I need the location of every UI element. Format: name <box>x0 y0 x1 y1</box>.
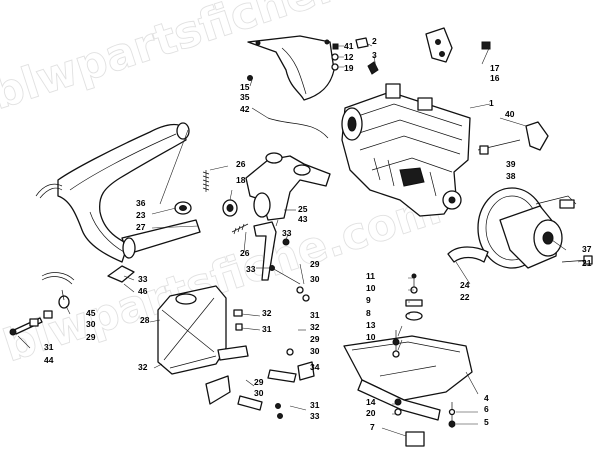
bolt-stack-44-31-29-30 <box>9 310 53 336</box>
hardware-41-12-19 <box>331 43 339 71</box>
mount-bracket-16-17 <box>425 27 491 63</box>
callout-33: 33 <box>246 264 256 274</box>
callout-9: 9 <box>366 295 371 305</box>
callout-13: 13 <box>366 320 376 330</box>
callout-10: 10 <box>366 283 376 293</box>
bolt-stack-14-20 <box>394 398 402 416</box>
callout-43: 43 <box>298 214 308 224</box>
callout-38: 38 <box>506 171 516 181</box>
callout-23: 23 <box>136 210 146 220</box>
bolt-15 <box>247 75 253 81</box>
hanger-bracket-33-46 <box>41 265 135 309</box>
callout-27: 27 <box>136 222 146 232</box>
callout-30: 30 <box>86 319 96 329</box>
callout-39: 39 <box>506 159 516 169</box>
callout-33: 33 <box>310 411 320 421</box>
callout-24: 24 <box>460 280 470 290</box>
spring-26-upper <box>202 170 210 192</box>
leader-lines <box>17 43 587 437</box>
callout-6: 6 <box>484 404 489 414</box>
callout-30: 30 <box>310 274 320 284</box>
callout-26: 26 <box>240 248 250 258</box>
callout-20: 20 <box>366 408 376 418</box>
callout-2: 2 <box>372 36 377 46</box>
callout-31: 31 <box>262 324 272 334</box>
muffler-canister <box>157 285 249 375</box>
exhaust-manifold <box>245 152 331 221</box>
callout-1: 1 <box>489 98 494 108</box>
callout-31: 31 <box>44 342 54 352</box>
callout-44: 44 <box>44 355 54 365</box>
bracket-43-33 <box>253 221 290 281</box>
callout-7: 7 <box>370 422 375 432</box>
callout-3: 3 <box>372 50 377 60</box>
bolt-stack-13-10 <box>392 330 400 358</box>
callout-22: 22 <box>460 292 470 302</box>
callout-33: 33 <box>138 274 148 284</box>
callout-37: 37 <box>582 244 592 254</box>
callout-11: 11 <box>366 271 375 281</box>
callout-29: 29 <box>86 332 96 342</box>
spring-26-lower <box>231 223 249 235</box>
callout-32: 32 <box>138 362 148 372</box>
callout-26: 26 <box>236 159 246 169</box>
callout-18: 18 <box>236 175 246 185</box>
grommets-31-32 <box>233 309 243 331</box>
engine-assembly <box>341 83 471 217</box>
callout-10: 10 <box>366 332 376 342</box>
callout-31: 31 <box>310 310 320 320</box>
heat-shield <box>247 35 335 101</box>
callout-34: 34 <box>310 362 320 372</box>
bolt-stack-5-6-7 <box>405 402 456 447</box>
callout-numbers: 4112192317161535421403938261825433336232… <box>44 36 592 432</box>
engine-mount-hardware-38-39-40 <box>477 121 549 155</box>
gasket-18 <box>222 199 238 217</box>
callout-42: 42 <box>240 104 250 114</box>
callout-16: 16 <box>490 73 500 83</box>
callout-41: 41 <box>344 41 354 51</box>
callout-40: 40 <box>505 109 515 119</box>
callout-4: 4 <box>484 393 489 403</box>
callout-36: 36 <box>136 198 146 208</box>
callout-30: 30 <box>254 388 264 398</box>
callout-29: 29 <box>254 377 264 387</box>
callout-35: 35 <box>240 92 250 102</box>
callout-45: 45 <box>86 308 96 318</box>
callout-19: 19 <box>344 63 354 73</box>
engine-mount-plate <box>343 335 473 421</box>
callout-8: 8 <box>366 308 371 318</box>
drive-belt-24 <box>447 246 489 263</box>
callout-46: 46 <box>138 286 148 296</box>
callout-28: 28 <box>140 315 150 325</box>
drive-clutch <box>477 187 577 269</box>
callout-32: 32 <box>310 322 320 332</box>
callout-5: 5 <box>484 417 489 427</box>
callout-32: 32 <box>262 308 272 318</box>
callout-25: 25 <box>298 204 308 214</box>
callout-14: 14 <box>366 397 376 407</box>
callout-33: 33 <box>282 228 292 238</box>
callout-21: 21 <box>582 258 592 268</box>
spring-bracket-lower <box>205 375 283 419</box>
callout-30: 30 <box>310 346 320 356</box>
callout-31: 31 <box>310 400 320 410</box>
callout-15: 15 <box>240 82 250 92</box>
hardware-29-30-34 <box>267 348 315 383</box>
callout-29: 29 <box>310 334 320 344</box>
exhaust-gasket-23 <box>174 201 192 215</box>
callout-12: 12 <box>344 52 354 62</box>
callout-29: 29 <box>310 259 320 269</box>
bolt-stack-8-9-10-11 <box>405 273 423 321</box>
callout-17: 17 <box>490 63 500 73</box>
exhaust-expansion-chamber <box>35 122 201 263</box>
cable-42 <box>267 117 329 139</box>
